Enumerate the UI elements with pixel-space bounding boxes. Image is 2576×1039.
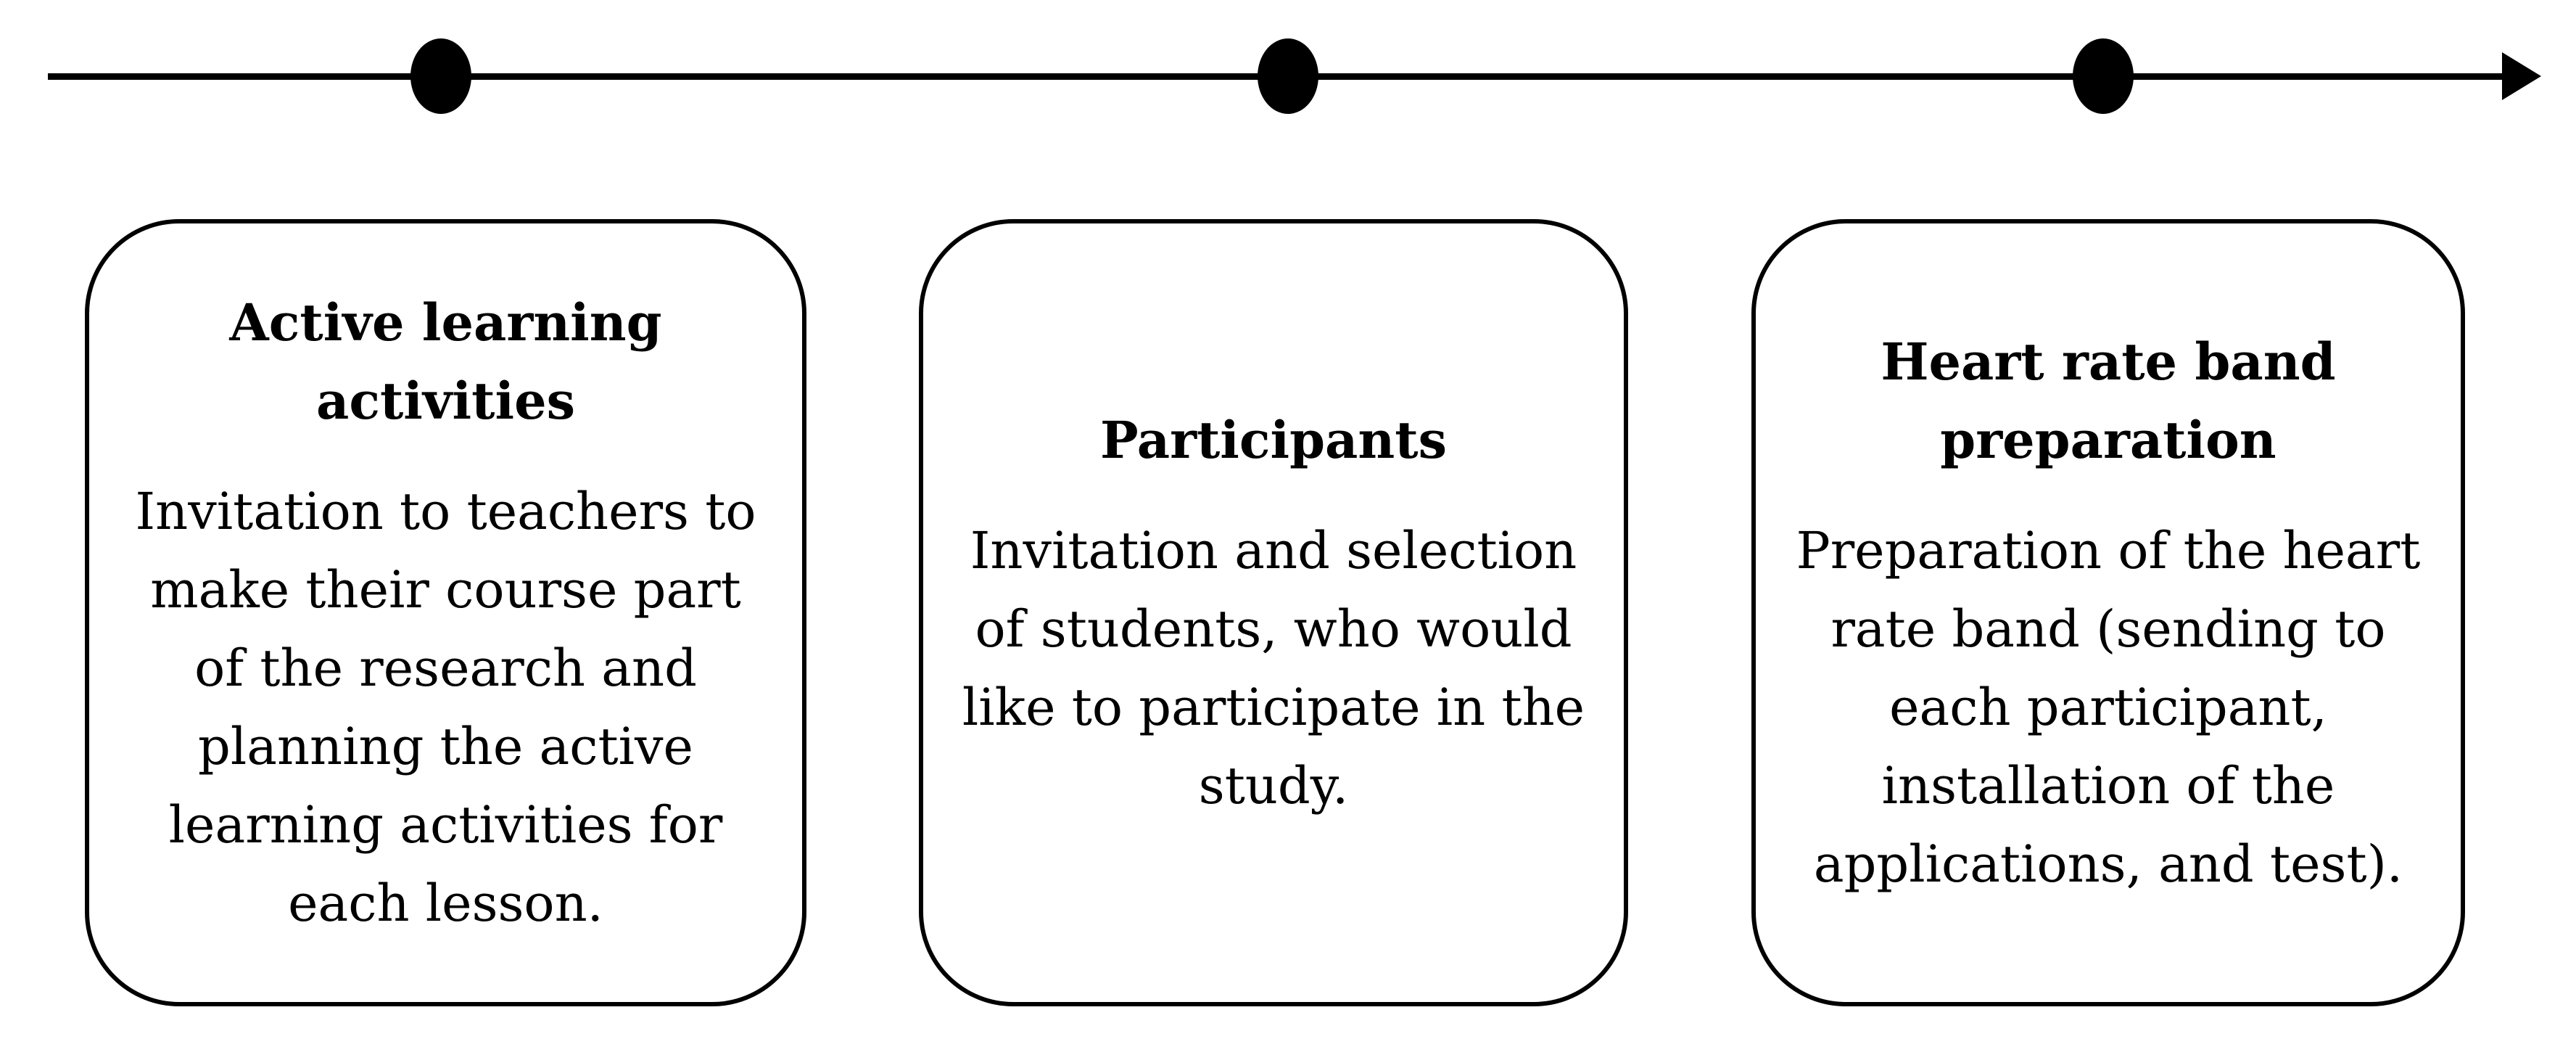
timeline-dot-3 — [2073, 38, 2134, 114]
timeline-dot-2 — [1258, 38, 1318, 114]
step-title: Heart rate band preparation — [1881, 331, 2336, 470]
step-description: Invitation to teachers to make their cou… — [135, 481, 756, 933]
step-card-active-learning-activities: Active learning activities Invitation to… — [85, 219, 806, 1006]
timeline-dot-1 — [410, 38, 471, 114]
step-title: Participants — [1099, 409, 1448, 470]
step-description: Invitation and selection of students, wh… — [962, 520, 1585, 816]
step-description: Preparation of the heart rate band (send… — [1796, 520, 2421, 894]
step-card-participants: Participants Invitation and selection of… — [919, 219, 1628, 1006]
arrowhead-right-icon — [2502, 52, 2541, 100]
step-card-heart-rate-band-preparation: Heart rate band preparation Preparation … — [1751, 219, 2465, 1006]
step-title: Active learning activities — [229, 292, 662, 431]
